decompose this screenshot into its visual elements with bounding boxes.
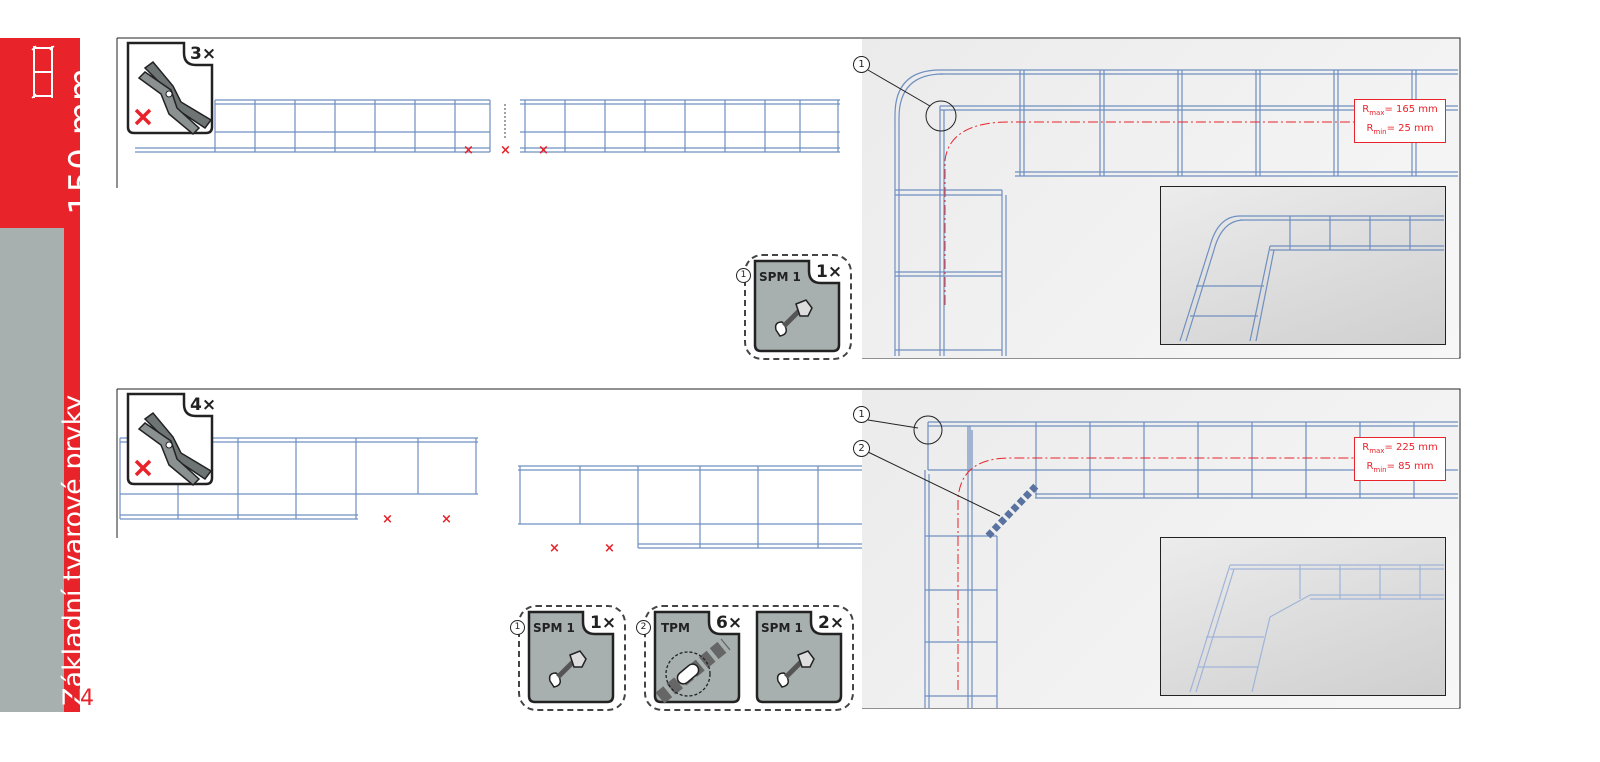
hardware-card: [653, 610, 741, 704]
radius-min: Rmin= 85 mm: [1366, 461, 1434, 474]
cutter-quantity: 4×: [190, 395, 217, 415]
bolt-cutter-icon: [137, 411, 213, 487]
detail-callout: 2: [853, 440, 870, 457]
hardware-quantity: 6×: [716, 613, 743, 633]
hardware-quantity: 2×: [818, 613, 845, 633]
radius-max: Rmax= 225 mm: [1362, 442, 1438, 455]
cut-mark: ×: [441, 512, 452, 527]
hardware-callout: 1: [510, 620, 525, 635]
cut-mark: ×: [500, 143, 511, 158]
hardware-label: TPM: [661, 621, 690, 635]
radius-min: Rmin= 25 mm: [1366, 123, 1434, 136]
hardware-quantity: 1×: [590, 613, 617, 633]
detail-callout: 1: [853, 56, 870, 73]
detail-callout: 1: [853, 406, 870, 423]
hardware-label: SPM 1: [761, 621, 803, 635]
hardware-callout: 2: [636, 620, 651, 635]
cable-tray-icon: [31, 45, 55, 99]
bolt-icon: [548, 650, 587, 688]
radius-max: Rmax= 165 mm: [1362, 104, 1438, 117]
step-1-3d-view: [1160, 186, 1446, 345]
sidebar-section-band: [0, 228, 64, 712]
cut-mark: ×: [549, 541, 560, 556]
page-number: 14: [66, 686, 94, 711]
bolt-icon: [774, 299, 813, 337]
sidebar-size-band: [0, 38, 80, 228]
bend-radius-box: Rmax= 225 mm Rmin= 85 mm: [1354, 437, 1446, 481]
step-1-3d-tray: [1179, 215, 1444, 342]
hardware-group: [644, 605, 854, 711]
bend-radius-box: Rmax= 165 mm Rmin= 25 mm: [1354, 99, 1446, 143]
red-cross-icon: [134, 459, 152, 477]
step-2-3d-tray: [1189, 564, 1444, 693]
hardware-callout: 1: [736, 268, 751, 283]
cutter-quantity: 3×: [190, 44, 217, 64]
hardware-quantity: 1×: [816, 262, 843, 282]
cut-mark: ×: [382, 512, 393, 527]
sidebar-accent-strip: [64, 228, 80, 712]
bolt-icon: [776, 650, 815, 688]
hardware-group: [744, 254, 852, 360]
bolt-cutter-icon: [137, 60, 213, 136]
cut-mark: ×: [463, 143, 474, 158]
connector-plate-icon: [655, 638, 731, 704]
cut-mark: ×: [604, 541, 615, 556]
hardware-label: SPM 1: [759, 270, 801, 284]
cut-mark: ×: [538, 143, 549, 158]
step-2-3d-view: [1160, 537, 1446, 696]
hardware-label: SPM 1: [533, 621, 575, 635]
red-cross-icon: [134, 108, 152, 126]
hardware-group: [518, 605, 626, 711]
